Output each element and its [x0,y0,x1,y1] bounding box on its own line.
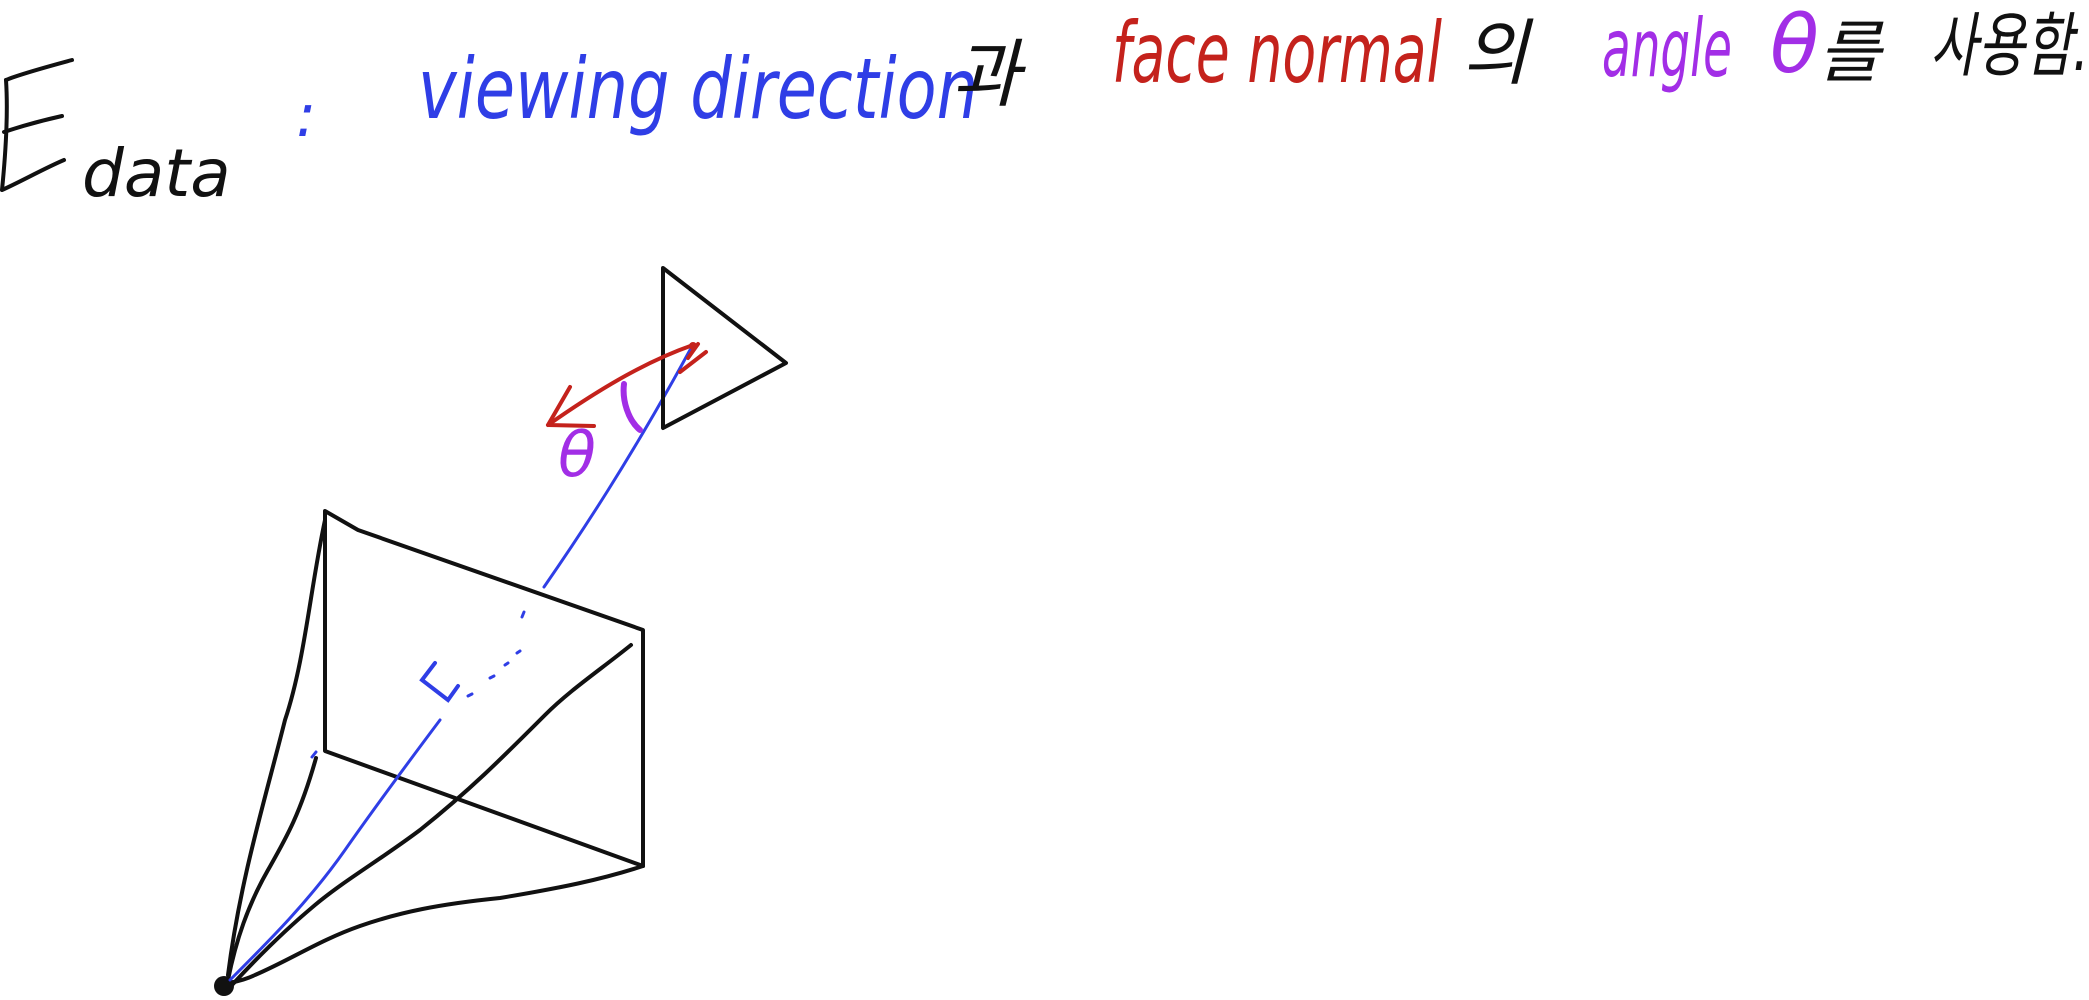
heading-colon: : [296,81,316,151]
particle-ui: 의 [1462,11,1534,95]
frustum-edge-bottom-right [226,864,645,985]
normal-origin-dot [689,342,697,350]
angle-theta-label: θ [558,418,596,491]
normal-arrowhead [546,385,596,428]
e-subscript: data [82,135,231,212]
particle-gwa: 과 [952,32,1026,118]
angle-arc [620,381,643,433]
viewing-ray-outer [542,348,692,589]
e-symbol [0,58,74,192]
normal-shaft [546,343,695,427]
particle-eul: 를 [1818,14,1885,93]
camera-frustum [226,509,645,987]
viewing-ray-dotted [466,610,526,698]
face-normal-text: face normal [1112,4,1442,102]
image-plane [323,509,645,868]
verb-text: 사용함. [1930,5,2089,87]
frustum-edge-bottom-left [226,756,318,982]
viewing-ray-inner [228,718,442,982]
small-tick-mark [310,750,318,759]
face-triangle [661,266,788,430]
theta-heading: θ [1770,0,1819,91]
pixel-marker [419,661,460,703]
angle-text: angle [1602,2,1732,95]
viewing-ray [228,348,692,982]
frustum-edge-top-left [226,518,327,977]
viewing-direction-text: viewing direction [418,40,978,138]
frustum-edge-top-right [230,643,633,987]
heading-line: data : viewing direction 과 face normal 의… [0,0,2089,212]
